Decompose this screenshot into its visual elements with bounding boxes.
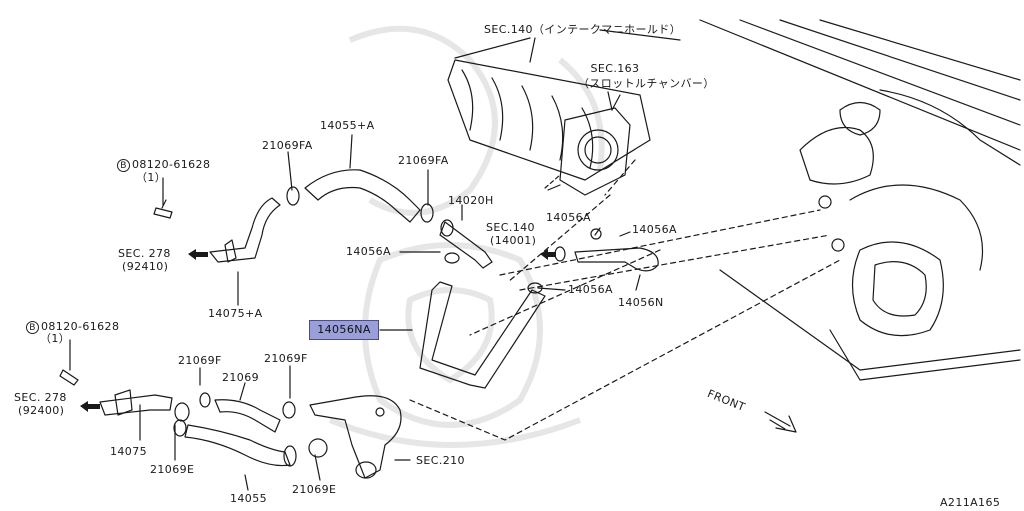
label-21069fa-right: 21069FA — [398, 154, 449, 167]
pipe-14075 — [99, 389, 173, 416]
label-14055-a: 14055+A — [320, 119, 375, 132]
clamps-lower — [173, 392, 328, 467]
figure-code: A211A165 — [940, 496, 1001, 509]
bolt-top-qty: （1） — [136, 171, 167, 184]
label-sec140-manifold: SEC.140（インテークマニホールド） — [484, 23, 682, 36]
engine-block — [699, 19, 1021, 381]
water-outlet — [309, 395, 402, 479]
watermark-crest — [328, 25, 605, 448]
label-21069: 21069 — [222, 371, 259, 384]
bolt-top-number: 08120-61628 — [132, 158, 211, 171]
label-14075: 14075 — [110, 445, 147, 458]
label-sec163: SEC.163 — [590, 62, 640, 75]
label-sec140-14001: SEC.140 — [486, 221, 535, 234]
intake-manifold — [447, 29, 681, 181]
label-sec278-top: SEC. 278 — [118, 247, 171, 260]
bolt-bottom-number: 08120-61628 — [41, 320, 120, 333]
hose-14055 — [184, 424, 291, 467]
label-sec140-14001-sub: (14001) — [490, 234, 537, 247]
label-sec278-top-sub: (92410) — [122, 260, 169, 273]
hose-14055-a — [304, 169, 421, 223]
arrow-sec278-top — [188, 249, 208, 260]
hose-21069 — [214, 399, 281, 433]
label-21069e-right: 21069E — [292, 483, 337, 496]
hose-14056n — [574, 247, 659, 272]
label-sec163-sub: （スロットルチャンバー） — [578, 77, 715, 90]
pipe-14020h — [439, 219, 493, 269]
label-14056a-top: 14056A — [546, 211, 591, 224]
bolt-bottom-qty: （1） — [40, 332, 71, 345]
arrow-sec278-bottom — [80, 401, 100, 412]
throttle-chamber — [547, 91, 631, 196]
bolt-b-icon-bottom: B — [26, 320, 39, 334]
label-sec278-bottom: SEC. 278 — [14, 391, 67, 404]
label-21069f-left: 21069F — [178, 354, 222, 367]
label-14056na-highlight[interactable]: 14056NA — [309, 320, 379, 340]
label-sec210: SEC.210 — [416, 454, 465, 467]
label-14056a-left: 14056A — [346, 245, 391, 258]
label-21069f-right: 21069F — [264, 352, 308, 365]
bolt-top — [153, 199, 173, 219]
label-14056a-right-top: 14056A — [632, 223, 677, 236]
label-14020h: 14020H — [448, 194, 494, 207]
label-21069fa-left: 21069FA — [262, 139, 313, 152]
clamps-upper — [286, 186, 602, 294]
label-14056a-mid: 14056A — [568, 283, 613, 296]
arrow-sec140 — [540, 249, 556, 260]
hose-14056na — [419, 281, 546, 389]
leader-lines — [69, 37, 841, 491]
label-sec278-bottom-sub: (92400) — [18, 404, 65, 417]
label-14056n: 14056N — [618, 296, 664, 309]
label-21069e-left: 21069E — [150, 463, 195, 476]
bolt-bottom — [59, 369, 79, 386]
label-14075-a: 14075+A — [208, 307, 263, 320]
pipe-14075-a — [209, 197, 281, 263]
label-14055: 14055 — [230, 492, 267, 505]
front-arrow — [764, 411, 797, 433]
bolt-b-icon: B — [117, 158, 130, 172]
